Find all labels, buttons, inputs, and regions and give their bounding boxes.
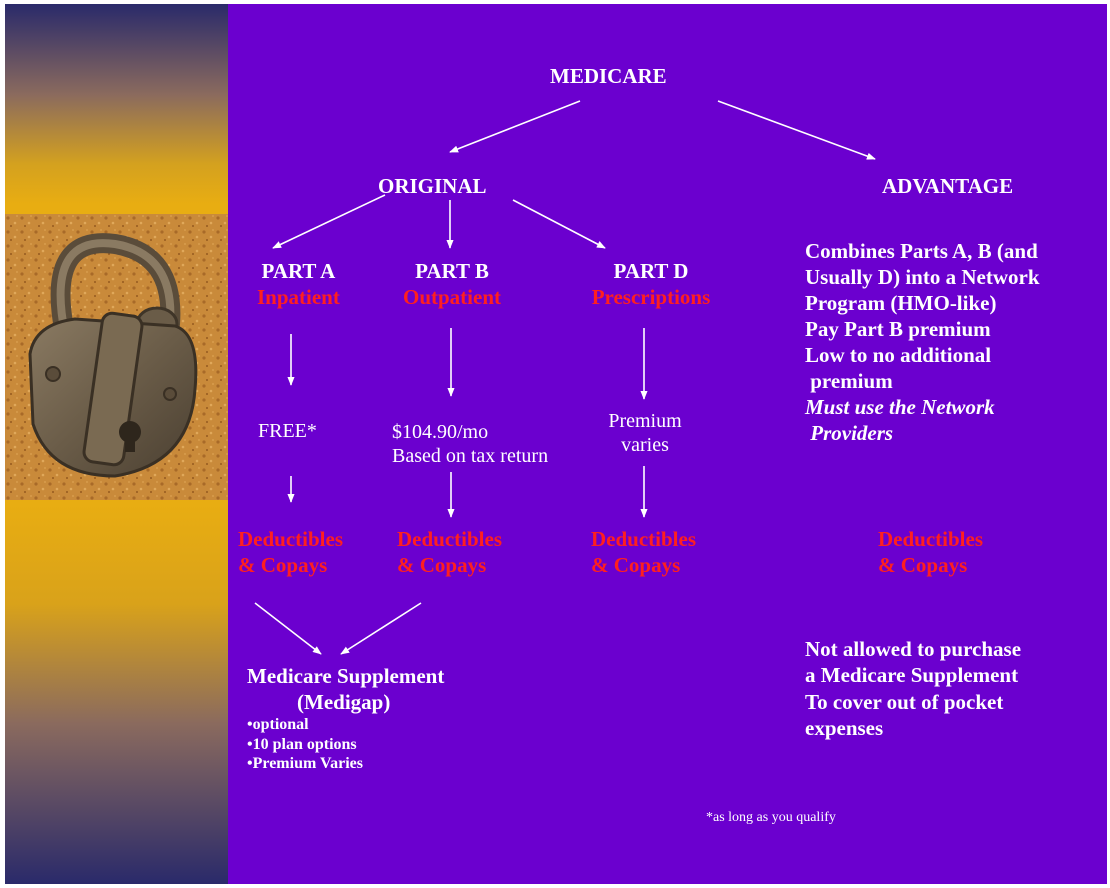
arrow-part-b-to-supplement <box>340 602 422 655</box>
advantage-description: Combines Parts A, B (and Usually D) into… <box>805 238 1040 446</box>
part-b-deductibles-line-2: & Copays <box>397 552 487 577</box>
advantage-supplement-line-1: Not allowed to purchase <box>805 637 1022 661</box>
medicare-title: MEDICARE <box>550 64 667 88</box>
advantage-heading: ADVANTAGE <box>882 174 1014 198</box>
part-a-deductibles: Deductibles & Copays <box>238 527 343 578</box>
part-d-deductibles-line-2: & Copays <box>591 552 681 577</box>
part-a-deductibles-line-2: & Copays <box>238 552 328 577</box>
advantage-network-line-2: Providers <box>805 421 894 446</box>
part-a-name: PART A <box>261 259 336 283</box>
arrow-part-a-to-supplement <box>254 602 322 655</box>
part-b-deductibles-line-1: Deductibles <box>397 527 502 551</box>
arrow-original-to-part-d <box>512 199 606 249</box>
advantage-line-2: Usually D) into a Network <box>805 265 1040 290</box>
advantage-supplement-line-3: To cover out of pocket <box>805 689 1004 714</box>
advantage-supplement-line-2: a Medicare Supplement <box>805 663 1019 688</box>
advantage-line-3: Program (HMO-like) <box>805 291 997 316</box>
part-b-name: PART B <box>415 259 489 283</box>
part-b-node: PART B Outpatient <box>395 259 509 310</box>
part-d-deductibles: Deductibles & Copays <box>591 527 696 578</box>
supplement-bullet-2: •10 plan options <box>247 735 357 753</box>
advantage-supplement-line-4: expenses <box>805 716 884 741</box>
advantage-supplement-note: Not allowed to purchase a Medicare Suppl… <box>805 636 1021 742</box>
open-padlock-photo <box>5 214 228 500</box>
part-d-deductibles-line-1: Deductibles <box>591 527 696 551</box>
part-d-cost-value: Premium <box>608 410 682 432</box>
advantage-network-line-1: Must use the Network <box>805 395 995 420</box>
slide: MEDICARE ORIGINAL ADVANTAGE PART A Inpat… <box>5 4 1107 884</box>
arrow-medicare-to-original <box>449 100 581 153</box>
part-d-node: PART D Prescriptions <box>580 259 722 310</box>
arrow-original-to-part-a <box>272 194 386 249</box>
advantage-line-6: premium <box>805 369 893 394</box>
part-b-cost: $104.90/mo Based on tax return <box>392 420 548 469</box>
advantage-line-4: Pay Part B premium <box>805 317 991 342</box>
part-b-deductibles: Deductibles & Copays <box>397 527 502 578</box>
part-a-node: PART A Inpatient <box>257 259 340 310</box>
original-heading: ORIGINAL <box>378 174 487 198</box>
part-a-type: Inpatient <box>257 284 340 309</box>
advantage-deductibles-line-1: Deductibles <box>878 527 983 551</box>
part-a-cost: FREE* <box>258 420 317 442</box>
supplement-bullet-1: •optional <box>247 716 309 734</box>
advantage-deductibles: Deductibles & Copays <box>878 527 983 578</box>
arrow-medicare-to-advantage <box>717 100 876 160</box>
part-d-name: PART D <box>613 259 689 283</box>
advantage-deductibles-line-2: & Copays <box>878 552 968 577</box>
part-d-type: Prescriptions <box>591 284 711 309</box>
part-d-cost: Premium varies <box>595 409 695 458</box>
part-b-cost-value: $104.90/mo <box>392 421 489 443</box>
medicare-supplement-box: Medicare Supplement (Medigap) •optional … <box>247 664 444 774</box>
supplement-title: Medicare Supplement <box>247 664 445 688</box>
part-b-type: Outpatient <box>402 284 501 309</box>
supplement-bullet-3: •Premium Varies <box>247 755 363 773</box>
supplement-subtitle: (Medigap) <box>297 689 391 714</box>
footnote: *as long as you qualify <box>706 810 836 825</box>
advantage-line-1: Combines Parts A, B (and <box>805 239 1038 263</box>
part-a-deductibles-line-1: Deductibles <box>238 527 343 551</box>
part-b-cost-note: Based on tax return <box>392 445 549 468</box>
flow-arrows <box>254 100 876 655</box>
part-d-cost-note: varies <box>621 434 669 457</box>
advantage-line-5: Low to no additional <box>805 343 992 368</box>
